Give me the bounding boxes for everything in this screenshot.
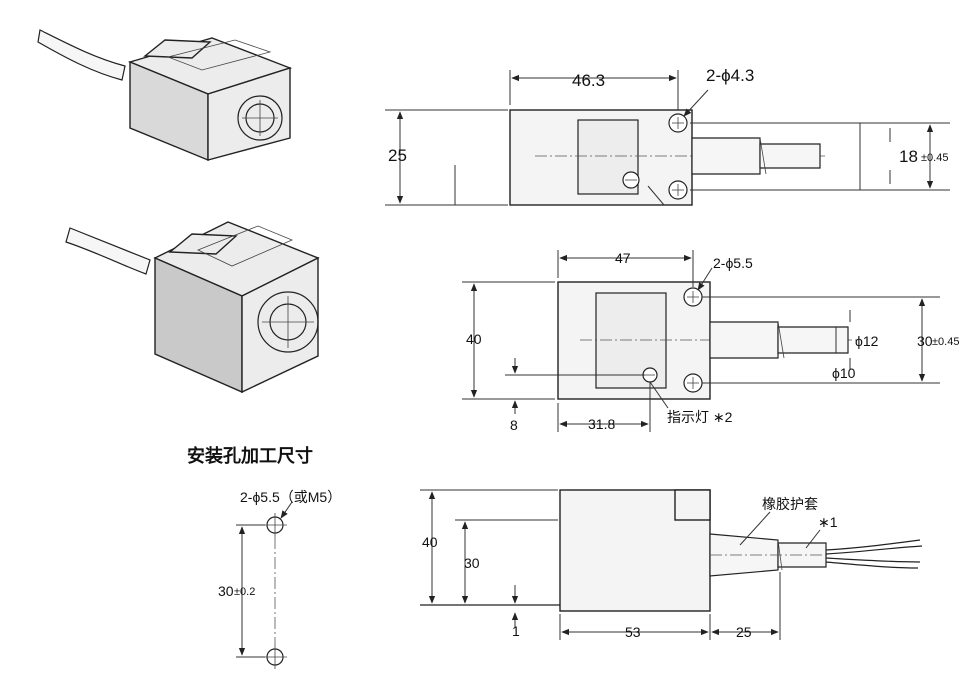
middle-cable-dia-a: ϕ12 — [855, 333, 879, 349]
section-title: 安装孔加工尺寸 — [187, 445, 313, 466]
sheath-label: 橡胶护套 — [762, 496, 818, 512]
side-view-drawing — [420, 489, 923, 640]
middle-pitch-value: 30 — [917, 333, 933, 349]
middle-cable-dia-b: ϕ10 — [832, 365, 856, 381]
top-width-dim: 46.3 — [572, 71, 605, 90]
mount-pitch-value: 30 — [218, 583, 234, 599]
mount-hole-drawing — [236, 501, 293, 669]
side-base-dim: 1 — [512, 623, 520, 639]
middle-height-dim: 40 — [466, 331, 482, 347]
top-pitch-tol: ±0.45 — [921, 152, 948, 164]
top-height-dim: 25 — [388, 146, 407, 165]
middle-offset-dim: 8 — [510, 417, 518, 433]
sensor-illustration-large — [65, 221, 320, 394]
side-sheath-length-dim: 25 — [736, 624, 752, 640]
side-length-dim: 53 — [625, 624, 641, 640]
mount-holes-label: 2-ϕ5.5（或M5） — [240, 489, 341, 505]
side-face-height-dim: 30 — [464, 555, 480, 571]
side-height-dim: 40 — [422, 534, 438, 550]
sensor-illustration-small — [37, 29, 293, 162]
middle-width-dim: 47 — [615, 250, 631, 266]
mount-pitch-tol: ±0.2 — [234, 586, 255, 598]
middle-view-drawing — [462, 250, 940, 432]
middle-lamp-pos-dim: 31.8 — [588, 416, 615, 432]
middle-pitch-tol: ±0.45 — [932, 336, 959, 348]
middle-holes-label: 2-ϕ5.5 — [713, 255, 753, 271]
indicator-label: 指示灯 ∗2 — [667, 409, 733, 425]
top-holes-label: 2-ϕ4.3 — [706, 66, 754, 85]
note-1: ∗1 — [818, 514, 838, 530]
top-view-drawing — [385, 70, 950, 206]
top-pitch-value: 18 — [899, 147, 918, 166]
